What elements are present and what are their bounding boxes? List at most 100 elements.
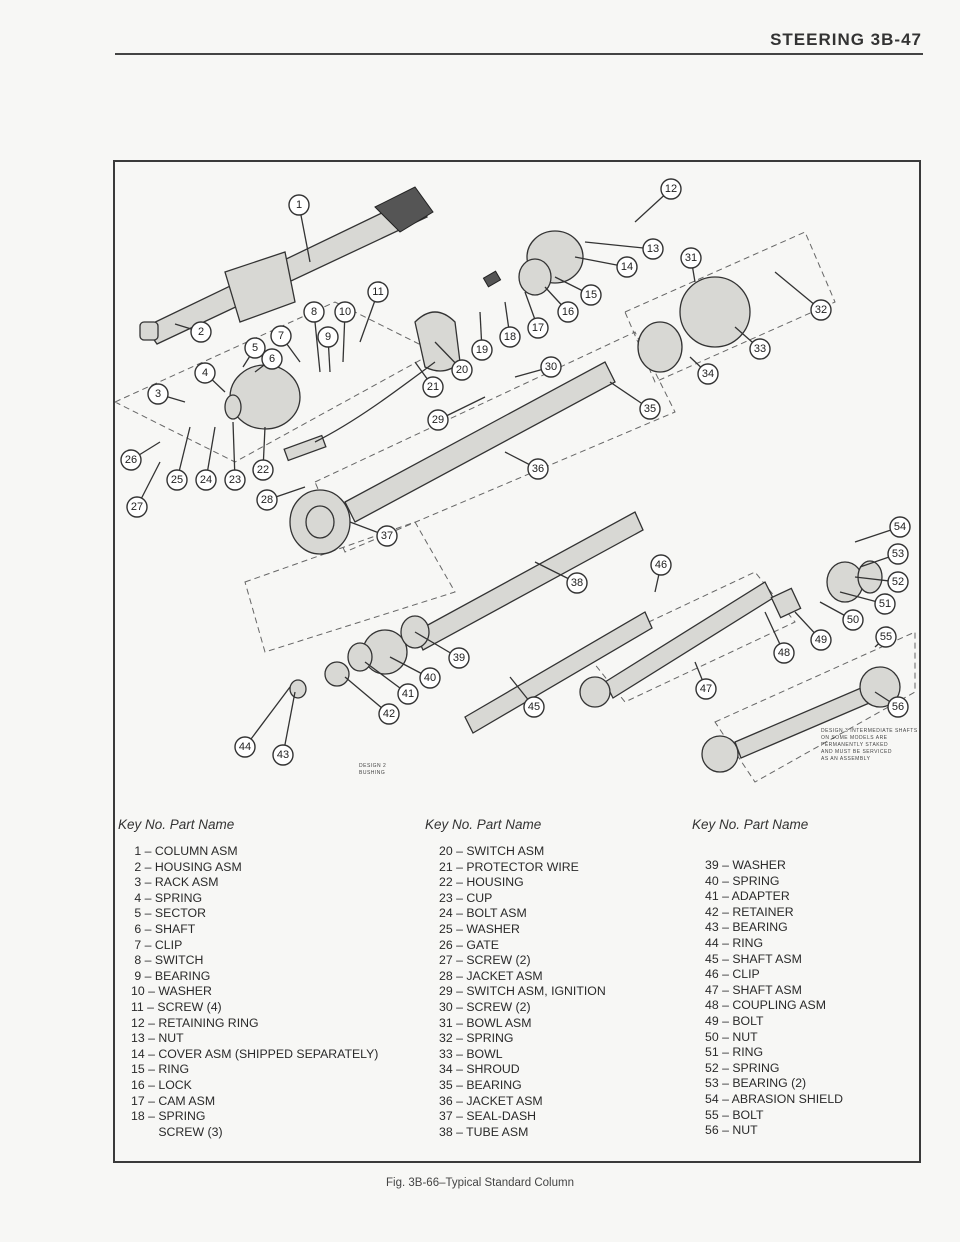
key-entry: 54 – ABRASION SHIELD [705, 1091, 844, 1106]
key-entry: 56 – NUT [705, 1123, 758, 1138]
key-entry: 13 – NUT [131, 1031, 184, 1046]
svg-text:53: 53 [892, 548, 904, 560]
key-entry: 9 – BEARING [131, 968, 211, 983]
callout-bubbles: 1234567891011121314151617181920212223242… [120, 178, 911, 766]
callout-28: 28 [256, 489, 278, 511]
callout-38: 38 [566, 572, 588, 594]
svg-text:36: 36 [532, 463, 544, 475]
callout-20: 20 [451, 359, 473, 381]
svg-text:26: 26 [125, 454, 137, 466]
callout-26: 26 [120, 449, 142, 471]
svg-text:54: 54 [894, 521, 906, 533]
key-entry: 20 – SWITCH ASM [439, 844, 545, 858]
key-entry: 7 – CLIP [131, 937, 183, 952]
svg-text:43: 43 [277, 749, 289, 761]
callout-40: 40 [419, 667, 441, 689]
svg-text:ON SOME MODELS ARE: ON SOME MODELS ARE [821, 735, 888, 741]
key-entry: 35 – BEARING [439, 1077, 522, 1092]
key-entry: 11 – SCREW (4) [131, 999, 222, 1014]
key-entry: 32 – SPRING [439, 1031, 514, 1046]
callout-23: 23 [224, 469, 246, 491]
callout-33: 33 [749, 338, 771, 360]
callout-1: 1 [288, 194, 310, 216]
svg-text:AS AN ASSEMBLY: AS AN ASSEMBLY [821, 756, 871, 762]
svg-text:17: 17 [532, 322, 544, 334]
svg-text:28: 28 [261, 494, 273, 506]
key-entry: 5 – SECTOR [131, 906, 206, 921]
key-heading-2: Key No. Part Name [425, 817, 542, 832]
callout-16: 16 [557, 301, 579, 323]
key-entry: 10 – WASHER [131, 984, 212, 999]
svg-text:21: 21 [427, 381, 439, 393]
callout-51: 51 [874, 593, 896, 615]
key-entry: 8 – SWITCH [131, 953, 204, 968]
key-entry: SCREW (3) [131, 1124, 223, 1139]
svg-text:25: 25 [171, 474, 183, 486]
callout-53: 53 [887, 543, 909, 565]
key-entry: 29 – SWITCH ASM, IGNITION [439, 984, 606, 999]
svg-text:23: 23 [229, 474, 241, 486]
key-entry: 50 – NUT [705, 1029, 758, 1044]
svg-text:5: 5 [252, 342, 258, 354]
key-entry: 31 – BOWL ASM [439, 1015, 532, 1030]
svg-text:56: 56 [892, 701, 904, 713]
key-entry: 4 – SPRING [131, 890, 203, 905]
callout-30: 30 [540, 356, 562, 378]
callout-27: 27 [126, 496, 148, 518]
svg-text:18: 18 [504, 331, 516, 343]
callout-37: 37 [376, 525, 398, 547]
key-heading-3: Key No. Part Name [692, 817, 809, 832]
key-entry: 38 – TUBE ASM [439, 1124, 529, 1139]
key-entry: 26 – GATE [439, 937, 499, 952]
key-entry: 34 – SHROUD [439, 1062, 520, 1077]
svg-text:8: 8 [311, 306, 317, 318]
key-entry: 18 – SPRING [131, 1109, 206, 1124]
key-entry: 47 – SHAFT ASM [705, 982, 802, 997]
svg-text:BUSHING: BUSHING [359, 770, 385, 776]
svg-text:32: 32 [815, 304, 827, 316]
callout-4: 4 [194, 362, 216, 384]
callout-18: 18 [499, 326, 521, 348]
svg-text:19: 19 [476, 344, 488, 356]
svg-text:49: 49 [815, 634, 827, 646]
key-entry: 2 – HOUSING ASM [131, 859, 242, 874]
callout-leader [584, 241, 654, 250]
callout-47: 47 [695, 678, 717, 700]
key-column-1: 1 – COLUMN ASM 2 – HOUSING ASM 3 – RACK … [131, 844, 378, 1140]
svg-text:44: 44 [239, 741, 251, 753]
svg-text:35: 35 [644, 403, 656, 415]
svg-text:37: 37 [381, 530, 393, 542]
key-entry: 12 – RETAINING RING [131, 1015, 259, 1030]
key-entry: 33 – BOWL [439, 1046, 503, 1061]
callout-11: 11 [367, 281, 389, 303]
svg-text:4: 4 [202, 367, 208, 379]
svg-text:30: 30 [545, 361, 557, 373]
figure-caption: Fig. 3B-66–Typical Standard Column [386, 1177, 574, 1189]
key-entry: 15 – RING [131, 1062, 190, 1077]
key-entry: 45 – SHAFT ASM [705, 951, 802, 966]
callout-15: 15 [580, 284, 602, 306]
key-entry: 44 – RING [705, 935, 764, 950]
callout-43: 43 [272, 744, 294, 766]
callout-5: 5 [244, 337, 266, 359]
callout-2: 2 [190, 321, 212, 343]
callout-19: 19 [471, 339, 493, 361]
callout-41: 41 [397, 683, 419, 705]
callout-35: 35 [639, 398, 661, 420]
callout-44: 44 [234, 736, 256, 758]
callout-29: 29 [427, 409, 449, 431]
svg-text:11: 11 [372, 286, 383, 298]
svg-text:14: 14 [621, 261, 633, 273]
key-entry: 36 – JACKET ASM [439, 1093, 543, 1108]
svg-text:12: 12 [665, 183, 677, 195]
svg-text:48: 48 [778, 647, 790, 659]
key-entry: 21 – PROTECTOR WIRE [439, 859, 579, 874]
svg-text:16: 16 [562, 306, 574, 318]
svg-text:41: 41 [402, 688, 414, 700]
callout-10: 10 [334, 301, 356, 323]
key-entry: 17 – CAM ASM [131, 1093, 216, 1108]
svg-text:7: 7 [278, 330, 284, 342]
callout-9: 9 [317, 326, 339, 348]
svg-text:55: 55 [880, 631, 892, 643]
